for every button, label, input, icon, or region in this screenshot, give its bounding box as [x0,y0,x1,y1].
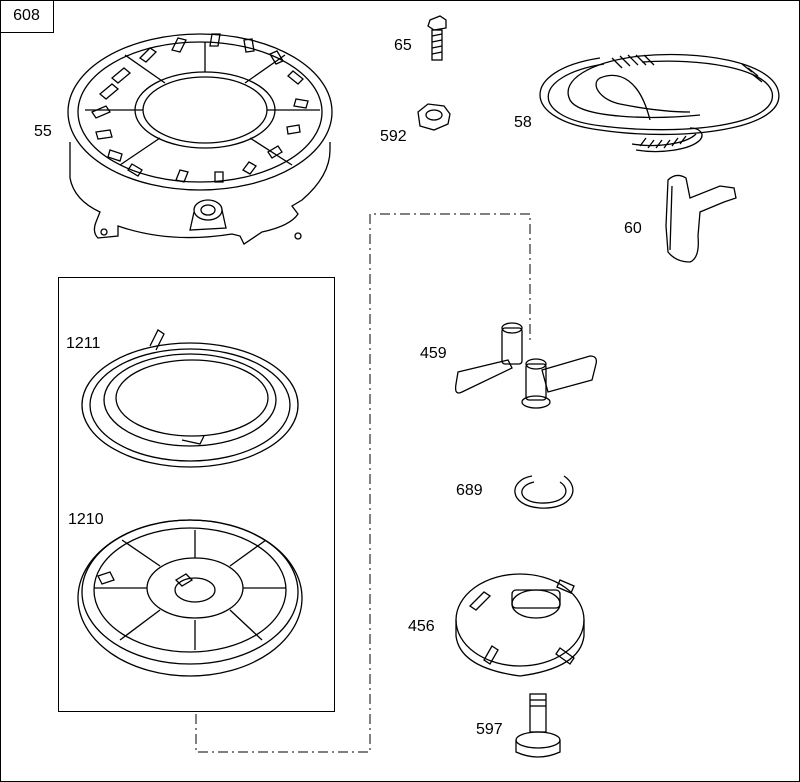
starter-handle [665,174,737,263]
callout-592: 592 [380,128,407,145]
screw [427,15,447,61]
hex-nut [417,103,451,131]
starter-rope [539,53,780,153]
callout-459: 459 [420,345,447,362]
starter-cup [455,573,585,677]
callout-597: 597 [476,721,503,738]
shoulder-bolt [515,693,561,758]
rewind-spring [81,329,299,468]
starter-housing [67,33,333,245]
callout-689: 689 [456,482,483,499]
spring-pulley-subassembly-box [58,277,335,712]
starter-dogs [454,322,598,409]
callout-1211: 1211 [66,335,101,352]
assembly-reference-line [195,213,531,753]
diagram-reference-number: 608 [0,0,54,33]
callout-456: 456 [408,618,435,635]
callout-58: 58 [514,114,532,131]
retainer-ring [514,475,574,509]
starter-pulley [77,519,303,677]
callout-60: 60 [624,220,642,237]
callout-65: 65 [394,37,412,54]
callout-55: 55 [34,123,52,140]
callout-1210: 1210 [68,511,104,528]
